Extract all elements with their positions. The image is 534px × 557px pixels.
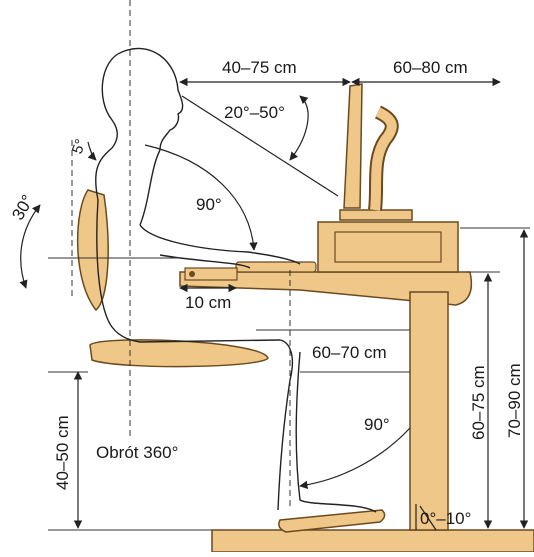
chair (77, 189, 269, 368)
seated-person (94, 47, 377, 513)
label-elbow-angle: 90° (196, 195, 222, 214)
label-neck-tilt: 5° (69, 137, 90, 156)
reference-lines (71, 0, 291, 510)
footrest (278, 509, 386, 533)
desk (179, 271, 473, 531)
keyboard (184, 261, 317, 281)
label-knee-angle: 90° (364, 415, 390, 434)
label-gaze-angle: 20°–50° (224, 103, 285, 122)
guide-lines (48, 227, 530, 531)
label-desk-height: 70–90 cm (505, 363, 524, 438)
label-seat-height: 40–50 cm (53, 415, 72, 490)
label-knee-clearance: 60–70 cm (312, 343, 387, 362)
monitor (339, 83, 413, 221)
label-eye-distance: 40–75 cm (222, 58, 297, 77)
label-keyboard-height: 60–75 cm (469, 365, 488, 440)
label-wrist-gap: 10 cm (185, 293, 231, 312)
computer-case (317, 221, 459, 273)
dimension-arrows (19, 77, 529, 531)
label-back-recline: 30° (8, 192, 37, 224)
label-footrest-tilt: 0°–10° (420, 509, 471, 528)
label-swivel: Obrót 360° (96, 443, 178, 462)
label-desk-depth: 60–80 cm (393, 58, 468, 77)
floor (211, 529, 534, 553)
